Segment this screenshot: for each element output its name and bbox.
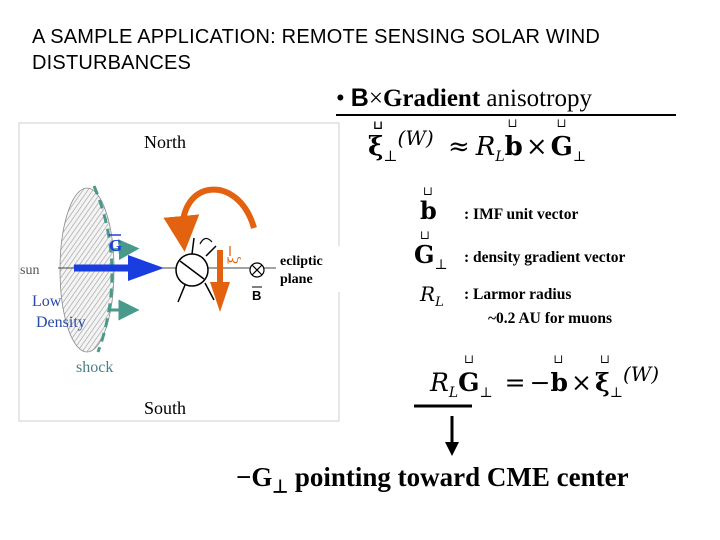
b-field-symbol: B bbox=[351, 84, 369, 112]
low-density-label-1: Low bbox=[32, 293, 62, 310]
eq2-minus: − bbox=[530, 368, 551, 397]
low-density-label-2: Density bbox=[36, 314, 86, 331]
eq1-G-sub: ⊥ bbox=[573, 149, 586, 165]
eq1-R: R bbox=[476, 132, 496, 162]
g-vector-label: G bbox=[109, 236, 122, 255]
legend-R-sub: L bbox=[435, 295, 444, 310]
eq2-R: R bbox=[430, 368, 449, 397]
eq1-L: L bbox=[495, 149, 504, 165]
eq2-xi-sub: ⊥ bbox=[610, 385, 623, 401]
eq2-b: b bbox=[551, 368, 568, 397]
eq2-G-sub: ⊥ bbox=[479, 385, 492, 401]
ecliptic-label-1: ecliptic bbox=[280, 254, 323, 269]
legend-G-sub: ⊥ bbox=[435, 257, 448, 273]
eq1-xi-sub: ⊥ bbox=[383, 147, 397, 165]
legend-G-symbol: G bbox=[414, 240, 435, 269]
xi-label: ξ bbox=[226, 256, 242, 264]
geometry-diagram: North South sun G Low Density shock ξ B … bbox=[18, 122, 340, 422]
conclusion-sub: ⊥ bbox=[272, 476, 288, 496]
eq1-b: b bbox=[505, 132, 523, 162]
legend-b-symbol: b bbox=[420, 196, 437, 225]
implication-arrow bbox=[404, 400, 504, 460]
b-label: B bbox=[252, 288, 261, 303]
ecliptic-label-2: plane bbox=[280, 272, 313, 287]
conclusion-G: G bbox=[251, 462, 272, 492]
heading-underline bbox=[336, 114, 676, 116]
eq1-times: × bbox=[526, 132, 548, 162]
conclusion-statement: −G⊥ pointing toward CME center bbox=[236, 462, 629, 497]
legend-b-hat: ⊔ bbox=[423, 184, 433, 198]
south-label: South bbox=[144, 398, 186, 418]
conclusion-text: pointing toward CME center bbox=[288, 462, 628, 492]
equation-1: ξ⊔⊥(W) ≈RLb⊔×G⊔⊥ bbox=[368, 126, 586, 165]
eq1-xi: ξ bbox=[368, 132, 383, 162]
legend-b-text: : IMF unit vector bbox=[464, 206, 578, 224]
eq1-G: G bbox=[551, 132, 573, 162]
eq2-L: L bbox=[449, 385, 458, 401]
legend-R-symbol: R bbox=[420, 282, 435, 306]
eq1-rel: ≈ bbox=[448, 132, 470, 162]
cross-symbol: × bbox=[369, 85, 383, 112]
eq1-arg: (W) bbox=[398, 126, 434, 150]
section-heading: •B×Gradient anisotropy bbox=[336, 84, 592, 113]
sun-label: sun bbox=[20, 263, 39, 278]
heading-gradient-word: Gradient bbox=[383, 85, 480, 112]
legend-G-hat: ⊔ bbox=[420, 228, 430, 242]
conclusion-minus: − bbox=[236, 462, 251, 492]
legend-G-text: : density gradient vector bbox=[464, 249, 625, 267]
bullet: • bbox=[336, 85, 345, 112]
heading-rest: anisotropy bbox=[480, 85, 592, 112]
north-label: North bbox=[144, 132, 186, 152]
eq2-arg: (W) bbox=[623, 362, 659, 386]
eq2-G: G bbox=[458, 368, 479, 397]
eq2-times: × bbox=[571, 368, 592, 397]
legend-R-text-1: : Larmor radius bbox=[464, 286, 571, 304]
eq2-rel: = bbox=[505, 368, 526, 397]
eq2-xi: ξ bbox=[595, 368, 610, 397]
shock-label: shock bbox=[76, 359, 113, 376]
page-title: A SAMPLE APPLICATION: REMOTE SENSING SOL… bbox=[32, 24, 672, 76]
legend-R-text-2: ~0.2 AU for muons bbox=[488, 310, 612, 328]
equation-2: RLG⊔⊥ =−b⊔×ξ⊔⊥(W) bbox=[430, 362, 659, 401]
symbol-legend: b ⊔ : IMF unit vector G⊥ ⊔ : density gra… bbox=[420, 196, 720, 336]
